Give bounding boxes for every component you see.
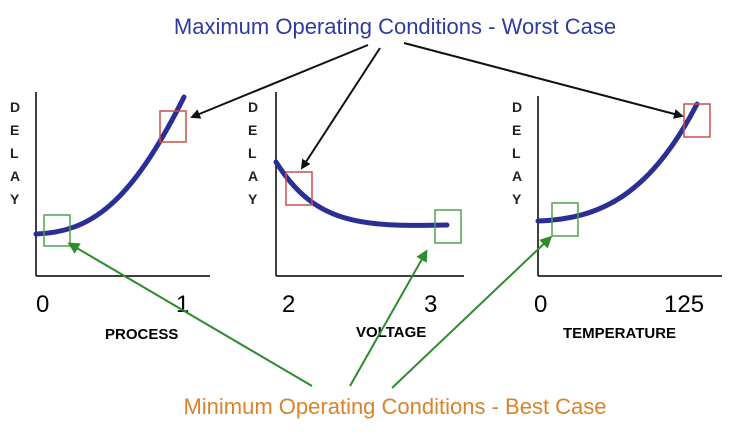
- temperature-best-case-box: [551, 202, 579, 237]
- best-arrow-voltage: [349, 249, 428, 387]
- temperature-x-max-label: 125: [664, 291, 704, 318]
- voltage-curve: [273, 159, 450, 228]
- best-arrow-temperature: [391, 235, 553, 389]
- temperature-x-min-label: 0: [534, 291, 547, 318]
- worst-arrow-process: [190, 44, 369, 119]
- worst-case-title: Maximum Operating Conditions - Worst Cas…: [173, 14, 617, 39]
- temperature-worst-case-box: [683, 103, 711, 138]
- voltage-best-case-box: [434, 209, 462, 244]
- worst-case-arrows: [190, 42, 684, 170]
- process-worst-case-box: [159, 110, 187, 143]
- process-curve: [33, 94, 187, 237]
- best-arrow-process: [67, 242, 313, 387]
- process-x-min-label: 0: [36, 291, 49, 318]
- voltage-xlabel: VOLTAGE: [356, 324, 426, 341]
- temperature-xlabel: TEMPERATURE: [563, 325, 676, 342]
- process-best-case-box: [43, 214, 71, 247]
- best-case-title: Minimum Operating Conditions - Best Case: [183, 394, 607, 419]
- process-xlabel: PROCESS: [105, 326, 178, 343]
- voltage-x-min-label: 2: [282, 291, 295, 318]
- voltage-x-max-label: 3: [424, 291, 437, 318]
- best-case-arrows: [67, 235, 553, 389]
- worst-arrow-temperature: [403, 42, 684, 119]
- temperature-curve: [535, 101, 700, 224]
- worst-arrow-voltage: [300, 47, 381, 170]
- voltage-worst-case-box: [285, 171, 313, 206]
